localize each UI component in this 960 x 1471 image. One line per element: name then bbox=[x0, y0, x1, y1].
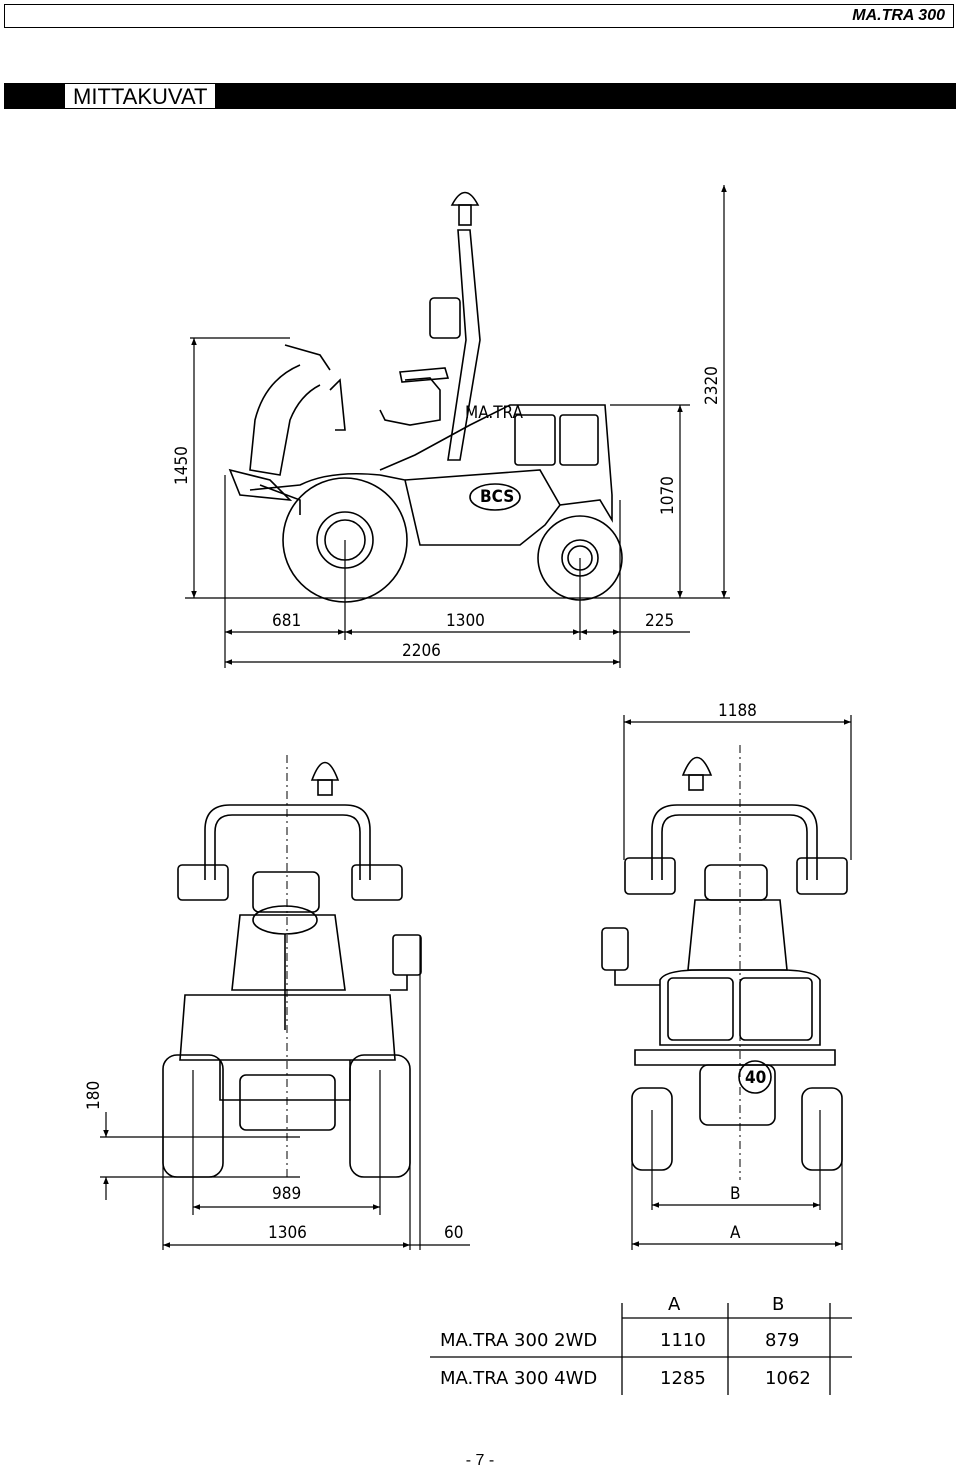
header-box: MA.TRA 300 bbox=[4, 4, 954, 28]
table-row-1-a: 1110 bbox=[660, 1330, 706, 1351]
page-number: - 7 - bbox=[465, 1452, 495, 1469]
dim-cab-height: 1070 bbox=[658, 476, 678, 515]
table-header-b: B bbox=[772, 1294, 784, 1315]
doc-title: MA.TRA 300 bbox=[852, 7, 945, 24]
dim-seat-height: 1450 bbox=[172, 446, 192, 485]
side-view-dimension-lines bbox=[185, 185, 730, 668]
dim-offset: 60 bbox=[444, 1223, 463, 1243]
table-row-2-model: MA.TRA 300 4WD bbox=[440, 1368, 597, 1389]
dim-outer-width: 1306 bbox=[268, 1223, 307, 1243]
dim-ground-clearance: 180 bbox=[84, 1081, 104, 1110]
side-view-badge: MA.TRA bbox=[465, 403, 523, 423]
dim-overall-height: 2320 bbox=[702, 366, 722, 405]
side-view-logo: BCS bbox=[480, 487, 514, 507]
dimension-table: A B MA.TRA 300 2WD 1110 879 MA.TRA 300 4… bbox=[430, 1294, 852, 1395]
dim-front-overhang: 681 bbox=[272, 611, 301, 631]
dim-inner-width: 989 bbox=[272, 1184, 301, 1204]
front-view-dimension-lines bbox=[100, 935, 470, 1250]
dim-wheelbase: 1300 bbox=[446, 611, 485, 631]
dim-top-width: 1188 bbox=[718, 701, 757, 721]
table-row-2-a: 1285 bbox=[660, 1368, 706, 1389]
table-row-2-b: 1062 bbox=[765, 1368, 811, 1389]
section-bar: MITTAKUVAT bbox=[4, 83, 956, 109]
rear-view-dimension-lines bbox=[623, 715, 852, 1250]
dim-total-length: 2206 bbox=[402, 641, 441, 661]
front-view-drawing bbox=[162, 755, 422, 1180]
dim-rear-overhang: 225 bbox=[645, 611, 674, 631]
rear-view-drawing bbox=[601, 745, 848, 1180]
dim-track-a: A bbox=[730, 1223, 741, 1243]
table-row-1-model: MA.TRA 300 2WD bbox=[440, 1330, 597, 1351]
table-row-1-b: 879 bbox=[765, 1330, 799, 1351]
dim-track-b: B bbox=[730, 1184, 741, 1204]
section-title: MITTAKUVAT bbox=[65, 84, 216, 109]
rear-view-badge: 40 bbox=[745, 1068, 766, 1088]
side-view-drawing bbox=[228, 191, 623, 603]
table-header-a: A bbox=[668, 1294, 681, 1315]
